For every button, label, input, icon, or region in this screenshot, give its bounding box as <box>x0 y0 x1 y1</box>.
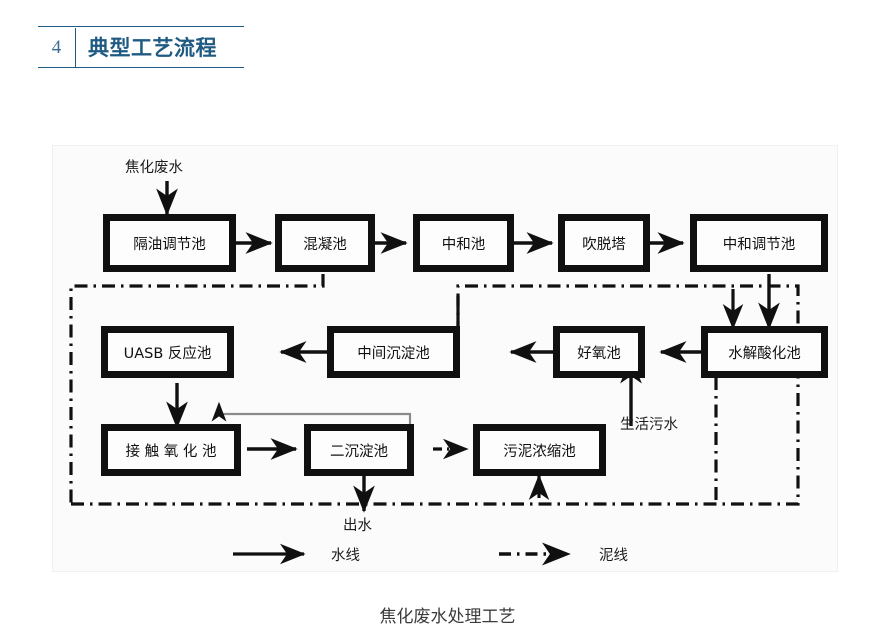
node-sludge-thickening-tank[interactable]: 污泥浓缩池 <box>473 424 606 476</box>
label-influent: 焦化废水 <box>125 160 183 176</box>
node-intermediate-sedimentation-tank[interactable]: 中间沉淀池 <box>327 326 460 378</box>
node-inner: 污泥浓缩池 <box>479 430 600 470</box>
node-neutralization-tank[interactable]: 中和池 <box>413 214 514 272</box>
node-secondary-sedimentation-tank[interactable]: 二沉淀池 <box>304 424 414 476</box>
page-title: 典型工艺流程 <box>88 37 217 60</box>
node-inner: 中和池 <box>419 220 508 266</box>
node-inner: 二沉淀池 <box>310 430 408 470</box>
node-hydrolysis-acidification-tank[interactable]: 水解酸化池 <box>701 326 828 378</box>
node-contact-oxidation-tank[interactable]: 接 触 氧 化 池 <box>101 424 241 476</box>
node-uasb-reactor[interactable]: UASB 反应池 <box>101 326 234 378</box>
section-number: 4 <box>38 27 76 67</box>
node-inner: 隔油调节池 <box>109 220 230 266</box>
node-label: 水解酸化池 <box>728 345 801 362</box>
diagram-connectors <box>69 181 800 513</box>
node-aerobic-tank[interactable]: 好氧池 <box>553 326 645 378</box>
node-label: UASB 反应池 <box>123 345 212 362</box>
node-label: 中和池 <box>441 236 486 253</box>
legend-label-water-line: 水线 <box>331 548 360 564</box>
node-stripping-tower[interactable]: 吹脱塔 <box>558 214 650 272</box>
node-inner: 接 触 氧 化 池 <box>107 430 235 470</box>
node-label: 好氧池 <box>577 345 621 362</box>
node-coagulation-tank[interactable]: 混凝池 <box>275 214 375 272</box>
node-inner: 好氧池 <box>559 332 639 372</box>
node-inner: 水解酸化池 <box>707 332 822 372</box>
section-header: 4 典型工艺流程 <box>38 26 244 68</box>
label-effluent: 出水 <box>343 518 372 534</box>
node-oil-separation-regulation-tank[interactable]: 隔油调节池 <box>103 214 236 272</box>
process-flow-diagram: 隔油调节池 混凝池 中和池 吹脱塔 中和调节池 水解酸化池 好氧池 中间 <box>52 145 838 572</box>
node-label: 二沉淀池 <box>330 443 388 460</box>
node-label: 隔油调节池 <box>133 236 206 253</box>
label-domestic-sewage: 生活污水 <box>620 417 678 433</box>
node-label: 中和调节池 <box>722 236 796 253</box>
node-label: 混凝池 <box>303 236 347 253</box>
node-neutralization-regulation-tank[interactable]: 中和调节池 <box>690 214 828 272</box>
node-inner: 中间沉淀池 <box>333 332 454 372</box>
node-inner: 中和调节池 <box>696 220 822 266</box>
node-label: 接 触 氧 化 池 <box>125 443 217 460</box>
node-inner: 吹脱塔 <box>564 220 644 266</box>
legend-label-sludge-line: 泥线 <box>599 548 628 564</box>
node-label: 污泥浓缩池 <box>503 443 576 460</box>
figure-caption: 焦化废水处理工艺 <box>379 607 516 627</box>
node-label: 吹脱塔 <box>582 236 626 253</box>
node-inner: UASB 反应池 <box>107 332 228 372</box>
node-inner: 混凝池 <box>281 220 369 266</box>
node-label: 中间沉淀池 <box>357 345 430 362</box>
sludge-line-coagulation-recycle <box>69 274 325 504</box>
